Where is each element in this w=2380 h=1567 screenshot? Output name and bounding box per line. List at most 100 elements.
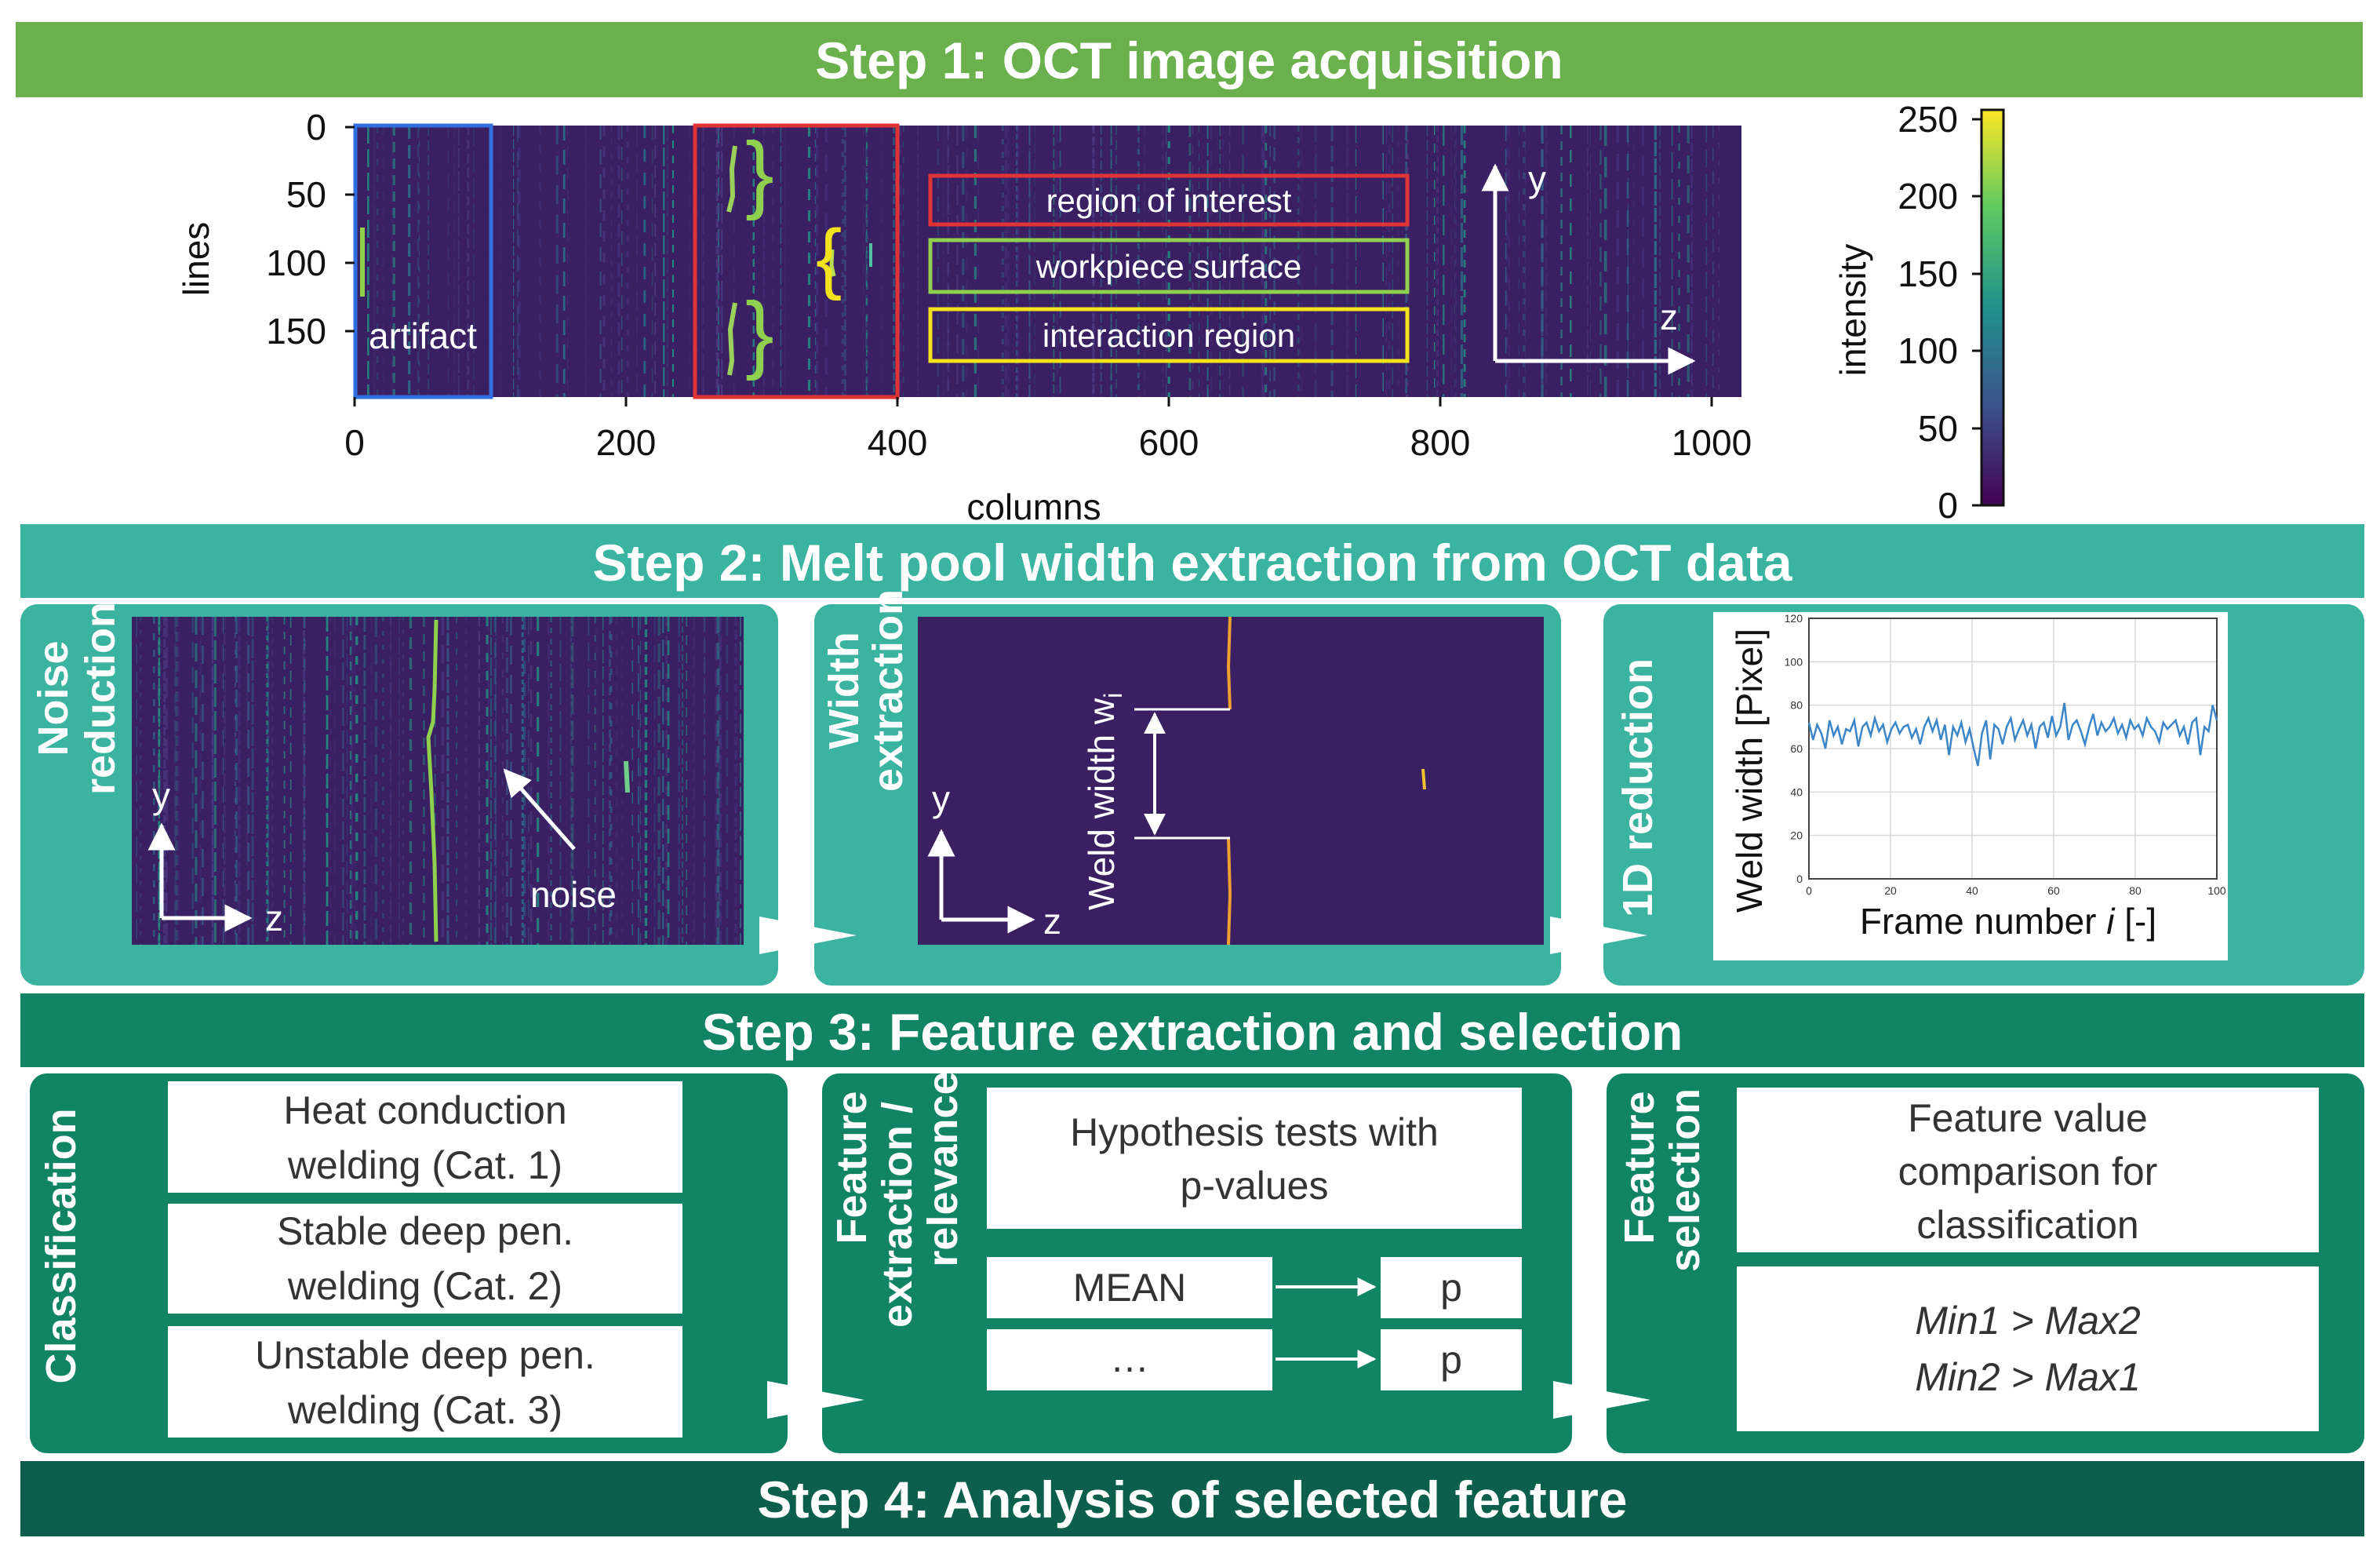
- p-value-label-1: p: [1440, 1266, 1462, 1310]
- step3-title: Step 3: Feature extraction and selection: [702, 1003, 1683, 1061]
- artifact-box: [353, 123, 493, 399]
- colorbar: [1980, 108, 2005, 507]
- class-cat2-line2: welding (Cat. 2): [287, 1264, 562, 1308]
- feature-mean-box: [987, 1257, 1272, 1318]
- comparison-line3: classification: [1916, 1203, 2138, 1247]
- class-box-cat3: [168, 1326, 682, 1438]
- oct-y-tick-50: 50: [286, 174, 326, 215]
- step3-arrow-1: [767, 1381, 864, 1419]
- oct-y-axis-title: lines: [176, 222, 217, 297]
- width-lower-edge: [1227, 837, 1232, 946]
- surface-bracket-upper: }: [745, 125, 774, 221]
- legend-surface-label: workpiece surface: [1035, 248, 1301, 285]
- oct-image: [355, 126, 1741, 397]
- class-cat3-line2: welding (Cat. 3): [287, 1388, 562, 1432]
- chart-x-tick-label: 100: [2207, 884, 2226, 897]
- chart-x-tick-label: 0: [1806, 884, 1812, 897]
- width-z-label: z: [1043, 901, 1061, 942]
- step4-title: Step 4: Analysis of selected feature: [758, 1470, 1628, 1529]
- chart-x-tick-label: 40: [1966, 884, 1978, 897]
- hypothesis-line2: p-values: [1181, 1164, 1329, 1208]
- extraction-side-label-1: Feature: [828, 1091, 875, 1244]
- noise-side-label-1: Noise: [30, 640, 77, 756]
- chart-y-tick-label: 80: [1790, 699, 1803, 712]
- noise-image: [132, 617, 744, 945]
- width-upper-edge: [1226, 616, 1232, 710]
- p-value-box-2: [1381, 1329, 1522, 1390]
- chart-x-tick-label: 80: [2129, 884, 2142, 897]
- oct-z-axis-label: z: [1660, 297, 1678, 337]
- step3-banner: [20, 993, 2364, 1067]
- width-side-label-1: Width: [821, 632, 868, 749]
- class-cat1-line2: welding (Cat. 1): [287, 1143, 562, 1187]
- comparison-line2: comparison for: [1898, 1150, 2158, 1193]
- noise-image-blob: [624, 760, 630, 793]
- oct-y-tick-150: 150: [266, 311, 326, 352]
- roi-box: [693, 123, 900, 399]
- criterion-line2: Min2 > Max1: [1915, 1355, 2141, 1399]
- class-cat1-line1: Heat conduction: [283, 1088, 566, 1132]
- step4-banner: [20, 1461, 2364, 1536]
- p-value-box-1: [1381, 1257, 1522, 1318]
- oct-x-ticks: [353, 397, 1713, 406]
- step2-arrow-2: [1550, 917, 1647, 954]
- legend-interaction-label: interaction region: [1043, 317, 1295, 354]
- class-cat2-line1: Stable deep pen.: [277, 1209, 573, 1253]
- chart-y-tick-label: 100: [1785, 655, 1803, 668]
- extraction-side-label-3: relevance: [919, 1071, 966, 1266]
- chart-y-tick-label: 20: [1790, 829, 1803, 842]
- extraction-side-label-2: extraction /: [874, 1102, 921, 1328]
- oct-y-ticks: [345, 126, 355, 333]
- chart-series-line: [1807, 702, 2218, 767]
- hypothesis-line1: Hypothesis tests with: [1070, 1110, 1439, 1154]
- noise-arrow: [503, 768, 576, 851]
- surface-bracket-lower: }: [745, 285, 774, 381]
- width-blob: [1421, 768, 1426, 790]
- oct-x-axis-title: columns: [966, 486, 1101, 527]
- width-side-label-2: extraction: [864, 589, 912, 792]
- chart-y-tick-label: 60: [1790, 742, 1803, 755]
- noise-label: noise: [530, 874, 617, 915]
- colorbar-ticks: [1972, 118, 1982, 507]
- comparison-line1: Feature value: [1908, 1096, 2148, 1140]
- oct-y-tick-0: 0: [306, 107, 326, 148]
- noise-z-label: z: [265, 898, 283, 938]
- selection-side-label-2: selection: [1661, 1088, 1709, 1272]
- chart-x-tick-label: 60: [2047, 884, 2060, 897]
- chart-y-tick-label: 0: [1796, 873, 1803, 885]
- oct-y-tick-100: 100: [266, 242, 326, 283]
- comparison-box: [1737, 1088, 2319, 1252]
- class-box-cat1: [168, 1081, 682, 1193]
- step2-title: Step 2: Melt pool width extraction from …: [592, 534, 1792, 592]
- noise-side-label-2: reduction: [77, 602, 124, 795]
- step1-banner: [16, 22, 2363, 97]
- oct-image-texture: [355, 126, 1719, 397]
- interaction-bracket: {: [816, 213, 842, 301]
- oct-x-tick-400: 400: [868, 422, 928, 463]
- step3-arrow-2: [1553, 1381, 1650, 1419]
- step2-arrow-1: [759, 917, 857, 954]
- noise-y-label: y: [152, 775, 170, 816]
- oct-x-tick-0: 0: [344, 422, 365, 463]
- criterion-box: [1737, 1266, 2319, 1431]
- selection-side-label-1: Feature: [1616, 1091, 1663, 1244]
- colorbar-tick-50: 50: [1918, 408, 1958, 449]
- p-value-label-2: p: [1440, 1338, 1462, 1382]
- oct-x-tick-1000: 1000: [1672, 422, 1752, 463]
- noise-image-signal: [426, 619, 439, 942]
- colorbar-tick-100: 100: [1898, 330, 1958, 371]
- class-box-cat2: [168, 1204, 682, 1314]
- weld-width-subscript: i: [1099, 693, 1127, 698]
- noise-image-texture: [136, 617, 741, 945]
- chart-y-tick-label: 120: [1785, 612, 1803, 625]
- colorbar-title: intensity: [1832, 244, 1873, 377]
- oct-x-tick-600: 600: [1139, 422, 1199, 463]
- colorbar-tick-200: 200: [1898, 176, 1958, 217]
- oct-x-tick-800: 800: [1410, 422, 1471, 463]
- legend-roi-label: region of interest: [1046, 182, 1292, 219]
- weld-width-label: Weld width wi: [1081, 693, 1127, 910]
- chart-x-tick-label: 20: [1884, 884, 1897, 897]
